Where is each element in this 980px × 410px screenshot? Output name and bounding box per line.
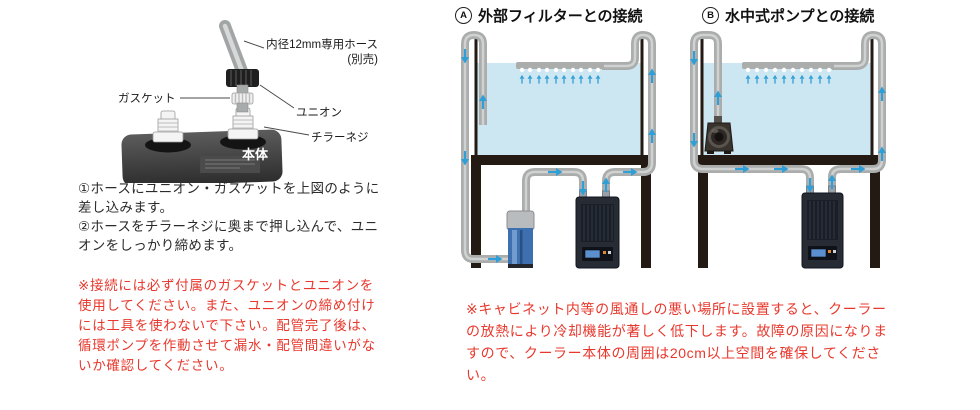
diagram-b-illustration (690, 30, 886, 269)
gasket (231, 92, 254, 105)
hose-connection-figure: 内径12mm専用ホース (別売) ガスケット ユニオン チラーネジ 本体 (80, 8, 400, 183)
spray-nozzles (519, 67, 601, 73)
diagram-b-header: B 水中式ポンプとの接続 (702, 5, 874, 26)
hose-highlight (222, 23, 245, 74)
right-chiller-screw (227, 107, 259, 140)
instruction-steps: ①ホースにユニオン・ガスケットを上図のように差し込みます。 ②ホースをチラーネジ… (78, 181, 380, 253)
tank-water (476, 63, 642, 155)
diagram-a-illustration (461, 30, 656, 269)
label-hose: 内径12mm専用ホース (別売) (266, 38, 378, 68)
warning-plate (200, 156, 260, 173)
chiller-unit (801, 185, 844, 269)
left-warning-text: ※接続には必ず付属のガスケットとユニオンを使用してください。また、ユニオンの締め… (78, 278, 376, 373)
label-chiller-screw: チラーネジ (311, 132, 369, 144)
spray-bar (742, 62, 834, 69)
tank-stand-frame (698, 37, 880, 268)
chiller-unit (575, 190, 620, 269)
hose-figure-illustration (121, 20, 310, 183)
leader-lines (180, 40, 310, 136)
left-chiller-screw (152, 110, 184, 143)
external-filter (506, 210, 535, 268)
diagram-b-title: 水中式ポンプとの接続 (725, 8, 875, 25)
diagram-a-header: A 外部フィルターとの接続 (455, 5, 643, 26)
label-union: ユニオン (296, 107, 342, 119)
spray-nozzles (745, 67, 832, 73)
label-gasket: ガスケット (118, 93, 176, 105)
submersible-pump (704, 116, 734, 154)
label-hose-line1: 内径12mm専用ホース (266, 39, 378, 51)
spray-bar (516, 62, 604, 69)
pipes (690, 30, 886, 195)
tank-stand-frame (471, 37, 651, 268)
right-warning-text: ※キャビネット内等の風通しの悪い場所に設置すると、クーラーの放熱により冷却機能が… (466, 301, 888, 383)
diagram-b-badge: B (702, 7, 719, 24)
union-nut (226, 69, 259, 87)
label-hose-line2: (別売) (347, 54, 378, 66)
diagram-a-badge: A (455, 7, 472, 24)
label-unit-body: 本体 (242, 147, 269, 162)
hose-tube-lower (236, 102, 249, 113)
diagram-a-title: 外部フィルターとの接続 (478, 8, 643, 25)
